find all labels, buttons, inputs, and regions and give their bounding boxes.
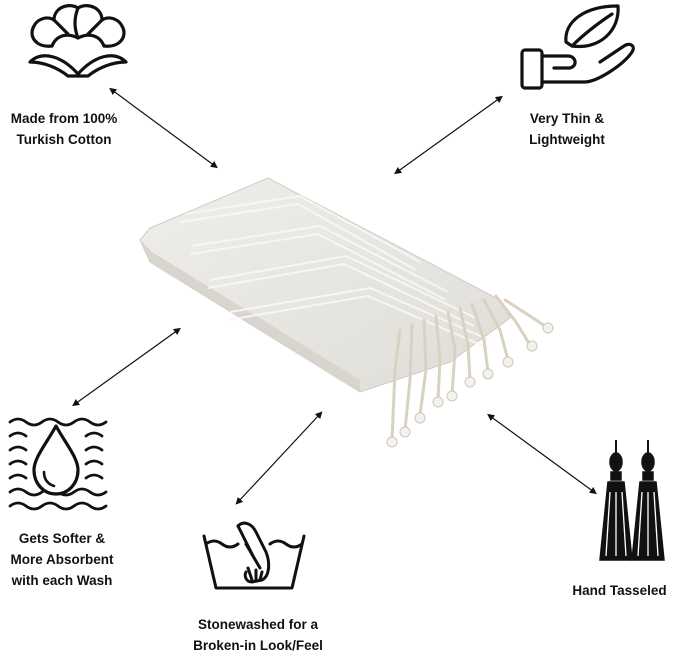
tasseled-line1: Hand Tasseled (572, 583, 667, 598)
towel-fringe (390, 294, 550, 442)
water-drop-icon (8, 417, 108, 511)
cotton-flower-icon (28, 4, 128, 78)
cotton-line2: Turkish Cotton (16, 132, 112, 147)
absorbent-line1: Gets Softer & (18, 531, 106, 546)
arrow-lightweight (394, 95, 503, 175)
cotton-label: Made from 100% Turkish Cotton (0, 108, 128, 150)
arrow-stonewashed (235, 411, 323, 505)
stonewashed-label: Stonewashed for a Broken-in Look/Feel (178, 614, 338, 656)
stonewashed-line1: Stonewashed for a (197, 617, 319, 632)
stonewashed-line2: Broken-in Look/Feel (193, 638, 323, 653)
lightweight-label: Very Thin & Lightweight (502, 108, 632, 150)
absorbent-line2: More Absorbent (10, 552, 114, 567)
absorbent-line3: with each Wash (11, 573, 113, 588)
absorbent-label: Gets Softer & More Absorbent with each W… (0, 528, 124, 591)
arrow-cotton (109, 87, 218, 169)
tassel-icon (599, 440, 665, 561)
arrow-tasseled (487, 413, 597, 495)
lightweight-line2: Lightweight (529, 132, 605, 147)
lightweight-line1: Very Thin & (529, 111, 605, 126)
cotton-line1: Made from 100% (10, 111, 118, 126)
towel-body (139, 177, 511, 393)
hand-wash-icon (202, 521, 306, 590)
hand-leaf-icon (520, 4, 635, 90)
tasseled-label: Hand Tasseled (560, 580, 679, 601)
arrow-absorbent (72, 327, 181, 407)
